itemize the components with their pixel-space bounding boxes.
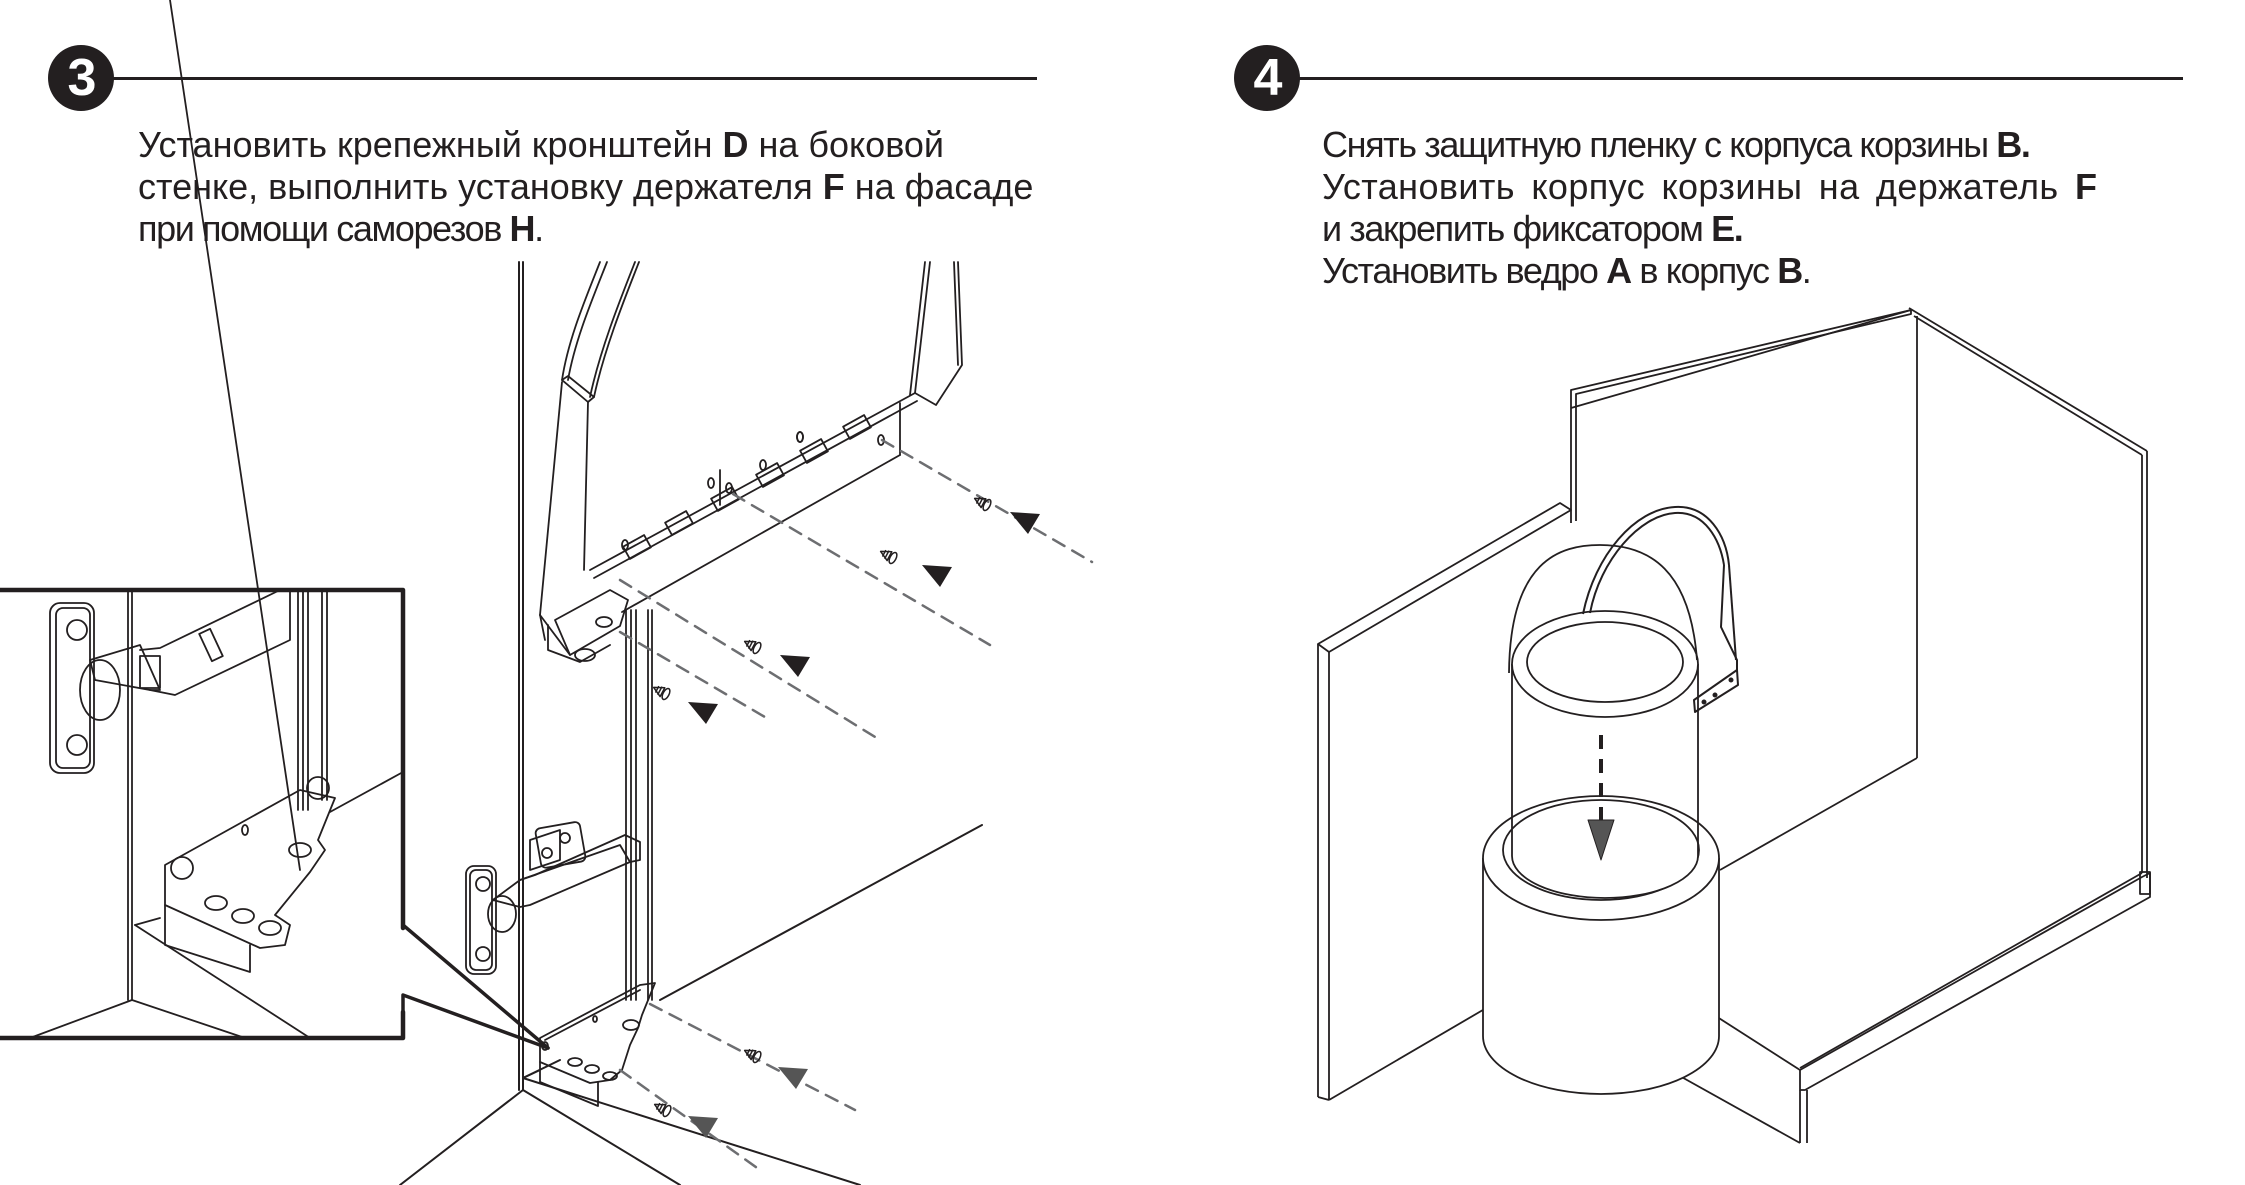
text: Установить крепежный кронштейн xyxy=(138,124,723,165)
text: Установить ведро xyxy=(1322,250,1607,291)
part-label-a: A xyxy=(1606,250,1632,291)
holder-frame-f xyxy=(540,262,962,1000)
step-4-divider xyxy=(1298,77,2183,80)
cabinet-hinge xyxy=(466,821,640,974)
bucket-a xyxy=(1509,545,1698,898)
step-3-divider xyxy=(112,77,1037,80)
part-label-b: B xyxy=(1777,250,1803,291)
step-3-line-1: Установить крепежный кронштейн D на боко… xyxy=(138,124,1093,166)
inset-leader-lines xyxy=(403,925,548,1048)
text: . xyxy=(1801,250,1812,291)
text: при помощи саморезов xyxy=(138,208,510,249)
text: Снять защитную пленку с корпуса корзины xyxy=(1322,124,1997,165)
cabinet-back-panel xyxy=(1571,308,2147,878)
text: Установить корпус корзины на держатель xyxy=(1322,166,2075,207)
screw-icon xyxy=(742,636,763,655)
step-3-number: 3 xyxy=(67,49,97,107)
hinge-knuckles xyxy=(623,415,871,559)
step-4-instructions: Снять защитную пленку с корпуса корзины … xyxy=(1322,124,2222,292)
arrow-left-icon xyxy=(778,1067,808,1089)
part-label-f: F xyxy=(822,166,845,207)
text: в корпус xyxy=(1630,250,1778,291)
arrow-left-icon xyxy=(1010,512,1040,534)
text: и закрепить фиксатором xyxy=(1322,208,1712,249)
step-4-line-3: и закрепить фиксатором E. xyxy=(1322,208,2222,250)
step-3-line-2: стенке, выполнить установку держателя F … xyxy=(138,166,1093,208)
step-4-line-4: Установить ведро A в корпус B. xyxy=(1322,250,2222,292)
text: . xyxy=(534,208,544,249)
screw-icon xyxy=(652,1099,673,1118)
arrow-left-icon xyxy=(688,1116,718,1138)
text: на боковой xyxy=(748,124,945,165)
part-label-h: H xyxy=(509,208,536,249)
text: на фасаде xyxy=(844,166,1034,207)
screw-icon xyxy=(651,682,672,701)
arrow-left-icon xyxy=(688,702,718,724)
screw-icon xyxy=(878,546,899,565)
step-3-instructions: Установить крепежный кронштейн D на боко… xyxy=(138,124,1093,250)
screw-icon xyxy=(742,1045,763,1064)
arrow-left-icon xyxy=(780,655,810,677)
holder-arm-f xyxy=(1583,507,1738,712)
arrow-down-icon xyxy=(1588,820,1614,860)
screws-h xyxy=(651,493,993,1118)
insert-arrow xyxy=(1588,735,1614,860)
part-label-d: D xyxy=(722,124,749,165)
part-label-b: B. xyxy=(1996,124,2031,165)
step-4-line-1: Снять защитную пленку с корпуса корзины … xyxy=(1322,124,2222,166)
step-3-badge: 3 xyxy=(48,45,114,111)
text: стенке, выполнить установку держателя xyxy=(138,166,823,207)
cabinet-floor xyxy=(1678,758,2150,1143)
step-3-line-3: при помощи саморезов H. xyxy=(138,208,1093,250)
step-4-line-2: Установить корпус корзины на держатель F xyxy=(1322,166,2222,208)
cabinet-left-panel xyxy=(1318,503,1571,1100)
detail-inset xyxy=(0,0,403,1038)
arrow-left-icon xyxy=(922,565,952,587)
part-label-f: F xyxy=(2074,166,2098,207)
insertion-arrows xyxy=(688,512,1040,1138)
step-4-number: 4 xyxy=(1253,49,1283,107)
step-4-badge: 4 xyxy=(1234,45,1300,111)
side-wall-panel xyxy=(400,262,982,1185)
part-label-e: E. xyxy=(1711,208,1744,249)
screw-icon xyxy=(972,493,993,512)
